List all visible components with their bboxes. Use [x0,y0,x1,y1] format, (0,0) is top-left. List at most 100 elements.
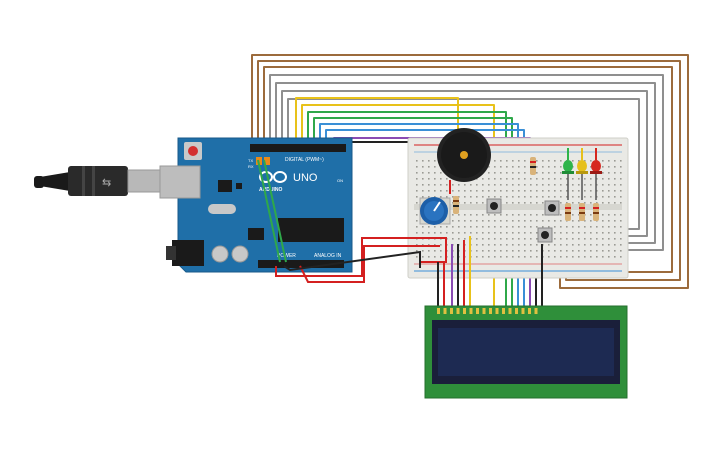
breadboard-hole [506,202,508,204]
breadboard-hole [488,196,490,198]
breadboard-hole [452,238,454,240]
breadboard-hole [476,220,478,222]
breadboard-hole [596,238,598,240]
breadboard-hole [620,166,622,168]
lcd-pin [521,308,525,314]
breadboard-hole [566,244,568,246]
power-header-label: POWER [277,253,296,259]
breadboard-hole [590,220,592,222]
breadboard-hole [512,232,514,234]
breadboard-hole [566,184,568,186]
breadboard-hole [608,250,610,252]
breadboard-hole [512,202,514,204]
breadboard-hole [524,214,526,216]
breadboard-hole [566,256,568,258]
lcd-pin [469,308,473,314]
breadboard-hole [584,178,586,180]
breadboard-hole [488,214,490,216]
breadboard-hole [500,232,502,234]
breadboard-hole [590,202,592,204]
breadboard-hole [614,172,616,174]
breadboard-hole [596,184,598,186]
breadboard-hole [578,238,580,240]
breadboard-hole [620,220,622,222]
breadboard-hole [512,250,514,252]
breadboard-hole [602,166,604,168]
breadboard-hole [578,220,580,222]
breadboard-hole [452,184,454,186]
breadboard-hole [464,226,466,228]
breadboard-hole [578,244,580,246]
breadboard-hole [590,244,592,246]
breadboard-hole [560,202,562,204]
breadboard-hole [590,232,592,234]
breadboard-hole [602,256,604,258]
breadboard-hole [434,226,436,228]
breadboard-hole [422,166,424,168]
breadboard-hole [590,226,592,228]
breadboard-hole [548,256,550,258]
breadboard-hole [620,238,622,240]
breadboard-hole [554,250,556,252]
breadboard-hole [422,250,424,252]
breadboard-hole [434,166,436,168]
breadboard-hole [602,238,604,240]
breadboard-hole [482,184,484,186]
breadboard-hole [572,250,574,252]
breadboard-hole [494,160,496,162]
breadboard-hole [608,232,610,234]
breadboard-hole [506,226,508,228]
potentiometer [419,197,451,225]
breadboard-hole [434,190,436,192]
breadboard-hole [518,220,520,222]
breadboard-hole [524,244,526,246]
breadboard-hole [470,214,472,216]
breadboard-hole [428,160,430,162]
breadboard-hole [578,250,580,252]
breadboard-hole [416,166,418,168]
breadboard-hole [602,214,604,216]
breadboard-hole [428,196,430,198]
breadboard-hole [434,196,436,198]
breadboard-hole [590,160,592,162]
breadboard-hole [470,226,472,228]
breadboard-hole [482,238,484,240]
breadboard-hole [446,232,448,234]
breadboard-hole [620,202,622,204]
breadboard-hole [596,202,598,204]
breadboard-hole [584,196,586,198]
breadboard-hole [518,178,520,180]
lcd-pin [489,308,492,314]
breadboard-hole [416,172,418,174]
breadboard-hole [548,244,550,246]
wire-power [275,237,447,283]
breadboard-hole [620,196,622,198]
breadboard-hole [530,214,532,216]
breadboard-hole [524,166,526,168]
breadboard-hole [566,238,568,240]
breadboard-hole [494,214,496,216]
breadboard-hole [542,226,544,228]
breadboard-hole [554,190,556,192]
breadboard-hole [446,184,448,186]
breadboard-hole [506,184,508,186]
breadboard-hole [602,244,604,246]
breadboard-hole [488,172,490,174]
breadboard-hole [620,214,622,216]
breadboard-hole [542,196,544,198]
breadboard-hole [608,184,610,186]
breadboard-hole [500,178,502,180]
breadboard-hole [566,250,568,252]
breadboard-hole [488,178,490,180]
breadboard-hole [440,196,442,198]
breadboard-hole [608,196,610,198]
breadboard-hole [614,232,616,234]
breadboard-hole [518,202,520,204]
breadboard-hole [518,256,520,258]
breadboard-hole [524,178,526,180]
breadboard-hole [422,184,424,186]
breadboard-hole [500,214,502,216]
lcd-pin [534,308,538,314]
breadboard-hole [536,232,538,234]
breadboard-hole [512,244,514,246]
